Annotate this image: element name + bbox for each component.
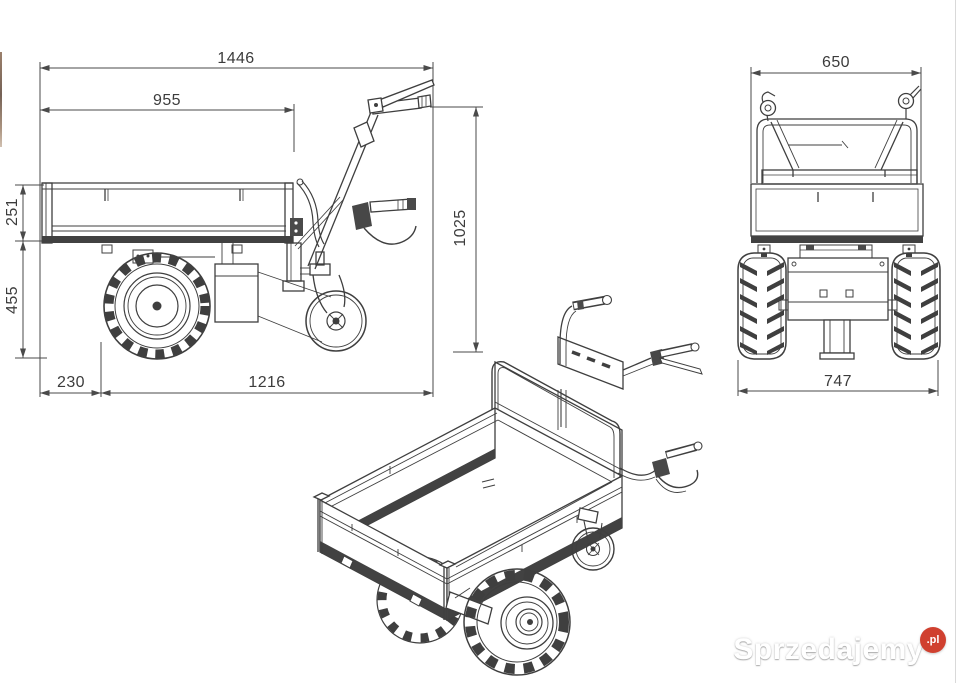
dim-base-length: 1216 (248, 374, 285, 391)
iso-handlebar (557, 294, 703, 493)
dim-bed-length: 955 (153, 92, 181, 109)
side-view: 1446 955 251 455 1025 230 1216 (4, 50, 483, 397)
dim-handle-height: 1025 (452, 209, 469, 246)
front-handlebar (756, 85, 922, 183)
side-bed (41, 182, 303, 254)
iso-headboard (491, 360, 623, 478)
watermark-pl-badge: .pl (920, 627, 946, 653)
dim-bed-depth: 251 (4, 198, 21, 226)
dim-top-width: 650 (822, 54, 850, 71)
iso-bed (312, 406, 623, 622)
front-support-leg (819, 319, 855, 360)
dim-chassis-height: 455 (4, 286, 21, 314)
front-right-grip (897, 85, 922, 119)
dim-overall-width: 747 (824, 373, 852, 390)
front-left-wheel (737, 252, 787, 360)
front-view-dimensions (737, 67, 939, 396)
iso-drive-wheel (463, 568, 571, 676)
iso-caster-wheel (571, 507, 615, 571)
isometric-view (312, 294, 703, 676)
dim-overall-length: 1446 (217, 50, 254, 67)
front-bed (750, 169, 924, 259)
watermark: Sprzedajemy .pl (733, 627, 946, 667)
watermark-brand-text: Sprzedajemy (733, 633, 924, 666)
front-chassis (778, 257, 898, 360)
side-caster-wheel (282, 242, 367, 352)
front-view: 650 747 (737, 54, 941, 396)
scan-edge-artifact-right (955, 0, 956, 683)
side-drive-wheel (103, 252, 211, 360)
front-left-grip (759, 91, 777, 122)
watermark-suffix-text: .pl (926, 634, 940, 646)
side-handle (294, 79, 435, 270)
front-right-wheel (891, 252, 941, 360)
side-view-dimensions (15, 62, 483, 397)
dim-front-overhang: 230 (57, 374, 85, 391)
scan-edge-artifact-left (0, 52, 2, 147)
